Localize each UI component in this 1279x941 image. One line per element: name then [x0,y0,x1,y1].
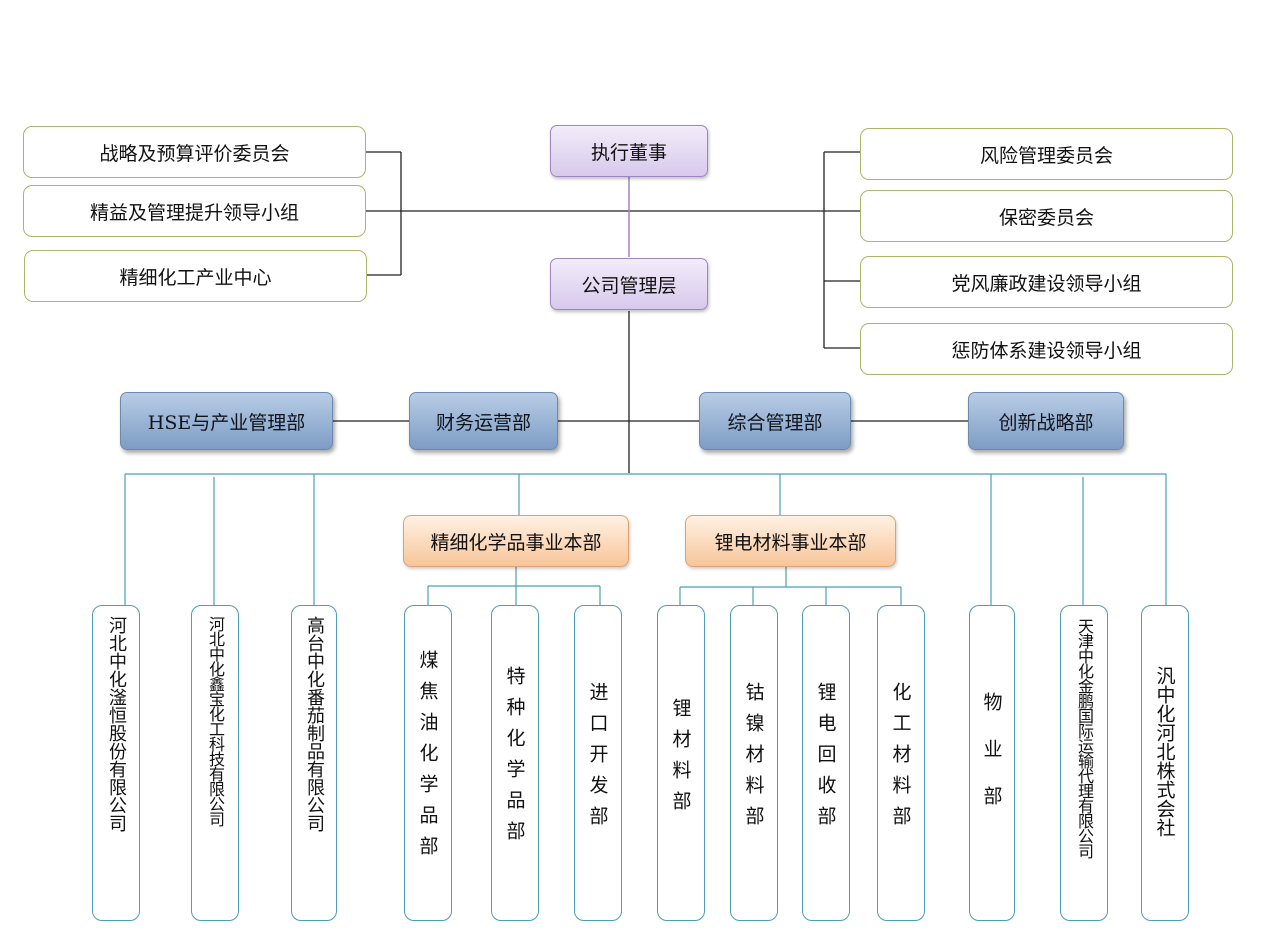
left-committee-label: 战略及预算评价委员会 [99,142,290,165]
unit-label: 进口开发部 [586,682,609,837]
right-committee-box: 惩防体系建设领导小组 [860,323,1233,375]
unit-label: 钴镍材料部 [742,682,765,837]
unit-box: 高台中化番茄制品有限公司 [291,605,337,921]
right-committee-label: 保密委员会 [998,206,1094,229]
right-committee-box: 风险管理委员会 [860,128,1233,180]
department-box: 创新战略部 [968,392,1124,450]
unit-box: 天津中化金鹏国际运输代理有限公司 [1060,605,1108,921]
unit-label: 煤焦油化学品部 [416,650,439,867]
unit-label: 锂材料部 [669,698,692,822]
right-committee-label: 党风廉政建设领导小组 [951,272,1142,295]
unit-box: 锂材料部 [657,605,705,921]
right-committee-box: 保密委员会 [860,190,1233,242]
right-committee-box: 党风廉政建设领导小组 [860,256,1233,308]
department-label: HSE与产业管理部 [147,411,306,434]
left-committee-box: 战略及预算评价委员会 [23,126,366,178]
fine-chemicals-unit-label: 精细化学品事业本部 [430,531,602,554]
management-box: 公司管理层 [550,258,708,310]
unit-box: 河北中化鑫宝化工科技有限公司 [191,605,239,921]
department-label: 综合管理部 [727,411,823,434]
management-label: 公司管理层 [581,274,677,297]
lithium-unit-label: 锂电材料事业本部 [714,531,867,554]
department-box: 综合管理部 [699,392,851,450]
unit-label: 高台中化番茄制品有限公司 [304,616,325,832]
left-committee-box: 精益及管理提升领导小组 [23,185,366,237]
unit-label: 物业部 [980,692,1003,833]
right-committee-label: 风险管理委员会 [979,144,1113,167]
department-label: 创新战略部 [998,411,1094,434]
unit-box: 汎中化河北株式会社 [1141,605,1189,921]
unit-label: 河北中化鑫宝化工科技有限公司 [206,616,225,826]
fine-chemicals-unit-box: 精细化学品事业本部 [403,515,629,567]
executive-director-box: 执行董事 [550,125,708,177]
unit-box: 物业部 [969,605,1015,921]
unit-label: 汎中化河北株式会社 [1153,666,1176,837]
department-box: 财务运营部 [409,392,558,450]
executive-director-label: 执行董事 [590,141,667,164]
left-committee-box: 精细化工产业中心 [24,250,367,302]
unit-box: 进口开发部 [574,605,622,921]
left-committee-label: 精细化工产业中心 [119,266,272,289]
department-label: 财务运营部 [435,411,531,434]
unit-label: 天津中化金鹏国际运输代理有限公司 [1075,618,1094,858]
unit-box: 河北中化滏恒股份有限公司 [92,605,140,921]
unit-box: 特种化学品部 [491,605,539,921]
right-committee-label: 惩防体系建设领导小组 [951,339,1142,362]
left-committee-label: 精益及管理提升领导小组 [89,201,299,224]
unit-label: 化工材料部 [889,682,912,837]
unit-box: 钴镍材料部 [730,605,778,921]
unit-label: 河北中化滏恒股份有限公司 [106,616,127,832]
unit-box: 煤焦油化学品部 [404,605,452,921]
department-box: HSE与产业管理部 [120,392,333,450]
unit-label: 锂电回收部 [814,682,837,837]
unit-box: 锂电回收部 [802,605,850,921]
unit-label: 特种化学品部 [503,666,526,852]
lithium-unit-box: 锂电材料事业本部 [685,515,896,567]
unit-box: 化工材料部 [877,605,925,921]
